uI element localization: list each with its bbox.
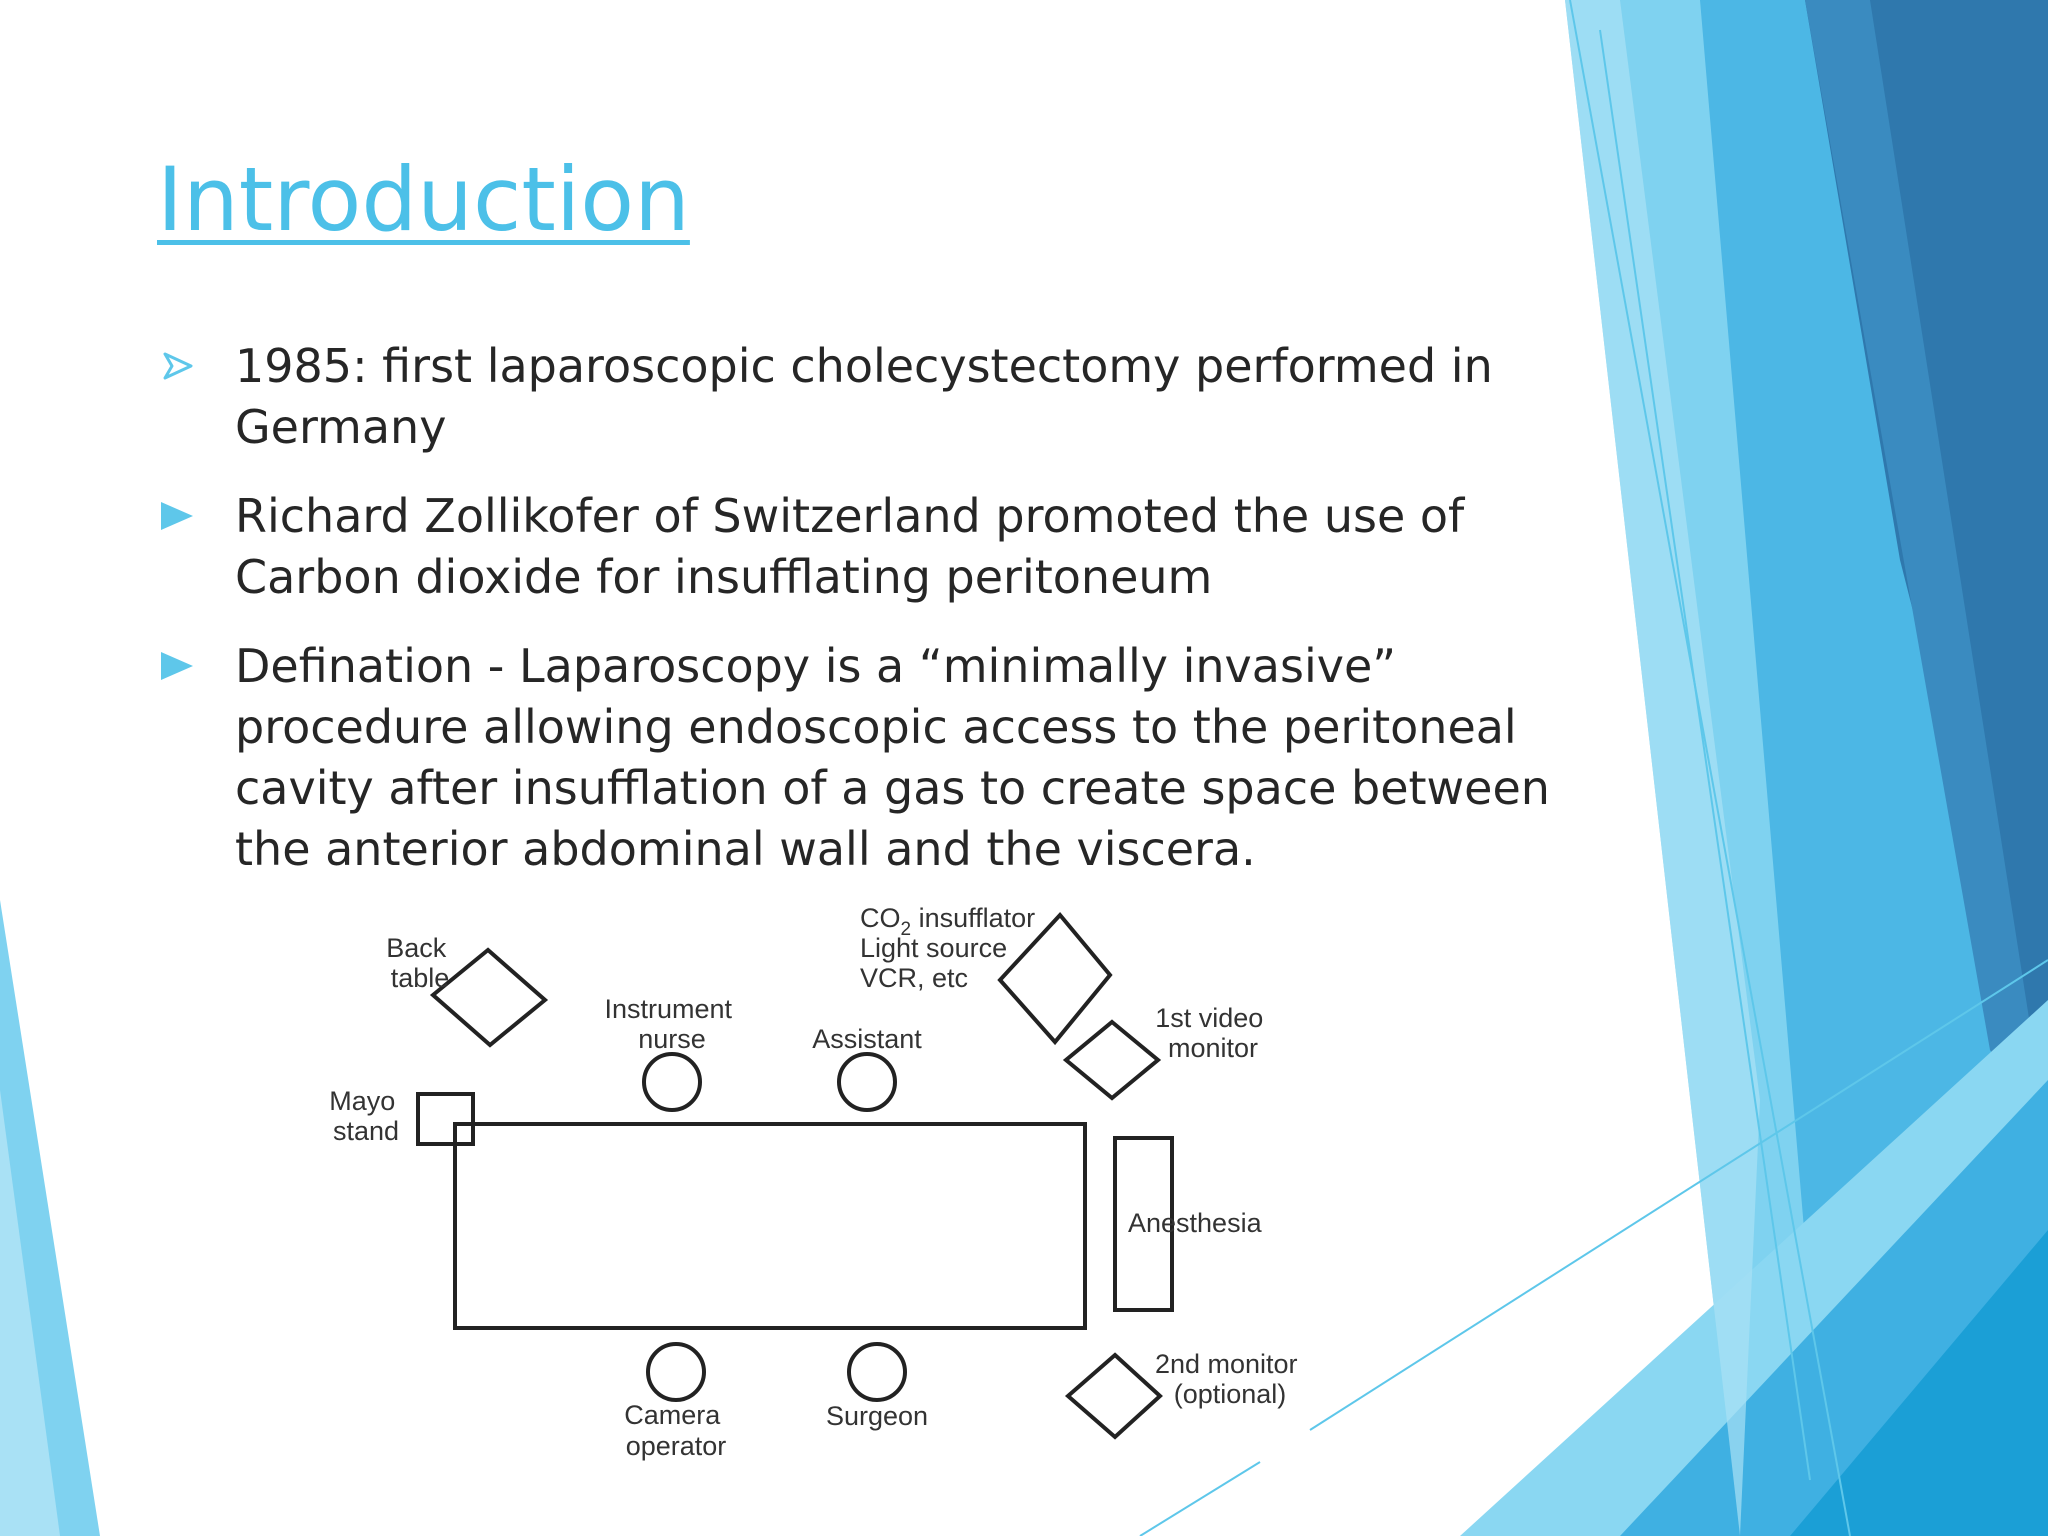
bullet-item: Richard Zollikofer of Switzerland promot… — [157, 486, 1557, 608]
first-monitor-shape — [1062, 1019, 1162, 1101]
first-monitor-label: 1st video monitor — [1155, 1003, 1271, 1063]
camera-operator-label: Camera operator — [624, 1400, 728, 1461]
bullet-text: 1985: first laparoscopic cholecystectomy… — [235, 339, 1493, 454]
slide-title: Introduction — [157, 148, 690, 251]
surgeon-circle — [847, 1342, 907, 1402]
mayo-stand-box — [416, 1092, 475, 1146]
instrument-nurse-circle — [642, 1052, 702, 1112]
back-table-label: Back table — [386, 933, 454, 993]
operating-table — [453, 1122, 1087, 1330]
bullet-text: Defination - Laparoscopy is a “minimally… — [235, 639, 1550, 876]
back-table-shape — [429, 947, 549, 1048]
anesthesia-label: Anesthesia — [1128, 1208, 1263, 1238]
insufflator-label: CO2 insufflator Light source VCR, etc — [860, 903, 1043, 993]
assistant-label: Assistant — [812, 1024, 922, 1054]
insufflator-shape — [997, 911, 1113, 1046]
camera-operator-circle — [646, 1342, 706, 1402]
bullet-item: Defination - Laparoscopy is a “minimally… — [157, 636, 1557, 880]
second-monitor-shape — [1064, 1352, 1163, 1440]
triangle-icon — [161, 502, 193, 530]
bullet-text: Richard Zollikofer of Switzerland promot… — [235, 489, 1465, 604]
bullet-list: 1985: first laparoscopic cholecystectomy… — [157, 336, 1557, 908]
instrument-nurse-label: Instrument nurse — [604, 994, 739, 1054]
anesthesia-box — [1113, 1136, 1174, 1312]
second-monitor-label: 2nd monitor (optional) — [1155, 1349, 1305, 1409]
mayo-stand-label: Mayo stand — [329, 1086, 403, 1146]
surgeon-label: Surgeon — [826, 1401, 928, 1431]
assistant-circle — [837, 1052, 897, 1112]
triangle-icon — [161, 652, 193, 680]
outline-arrow-icon — [163, 352, 193, 380]
bullet-item: 1985: first laparoscopic cholecystectomy… — [157, 336, 1557, 458]
